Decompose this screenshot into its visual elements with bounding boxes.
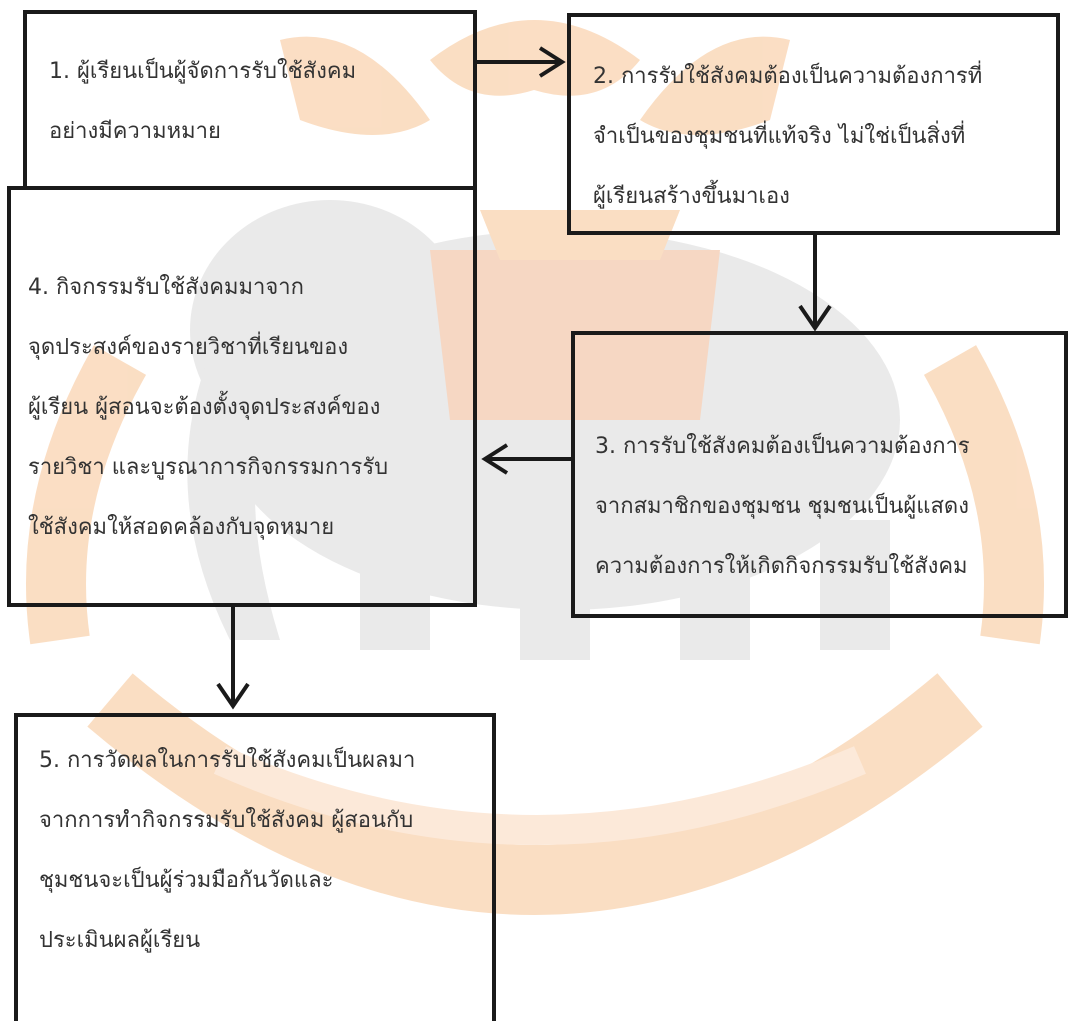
arrow-step2-to-step3 (798, 235, 832, 332)
arrow-step3-to-step4 (481, 443, 571, 475)
step-2-box: 2. การรับใช้สังคมต้องเป็นความต้องการที่ … (567, 13, 1060, 235)
step-3-text: 3. การรับใช้สังคมต้องเป็นความต้องการ จาก… (595, 417, 970, 597)
step-3-line: ความต้องการให้เกิดกิจกรรมรับใช้สังคม (595, 554, 968, 579)
step-1-line: 1. ผู้เรียนเป็นผู้จัดการรับใช้สังคม (49, 59, 357, 84)
step-5-line: ประเมินผลผู้เรียน (39, 928, 201, 953)
step-5-line: 5. การวัดผลในการรับใช้สังคมเป็นผลมา (39, 748, 416, 773)
step-3-line: 3. การรับใช้สังคมต้องเป็นความต้องการ (595, 434, 970, 459)
step-5-box: 5. การวัดผลในการรับใช้สังคมเป็นผลมา จากก… (14, 713, 496, 1021)
step-4-line: ผู้เรียน ผู้สอนจะต้องตั้งจุดประสงค์ของ (28, 395, 381, 420)
step-4-line: 4. กิจกรรมรับใช้สังคมมาจาก (28, 275, 304, 300)
step-3-line: จากสมาชิกของชุมชน ชุมชนเป็นผู้แสดง (595, 494, 969, 519)
step-5-line: ชุมชนจะเป็นผู้ร่วมมือกันวัดและ (39, 868, 334, 893)
step-5-line: จากการทำกิจกรรมรับใช้สังคม ผู้สอนกับ (39, 808, 414, 833)
step-4-text: 4. กิจกรรมรับใช้สังคมมาจาก จุดประสงค์ของ… (28, 258, 388, 558)
step-1-line: อย่างมีความหมาย (49, 119, 221, 144)
step-1-text: 1. ผู้เรียนเป็นผู้จัดการรับใช้สังคม อย่า… (49, 42, 356, 162)
step-5-text: 5. การวัดผลในการรับใช้สังคมเป็นผลมา จากก… (39, 731, 415, 971)
step-2-line: 2. การรับใช้สังคมต้องเป็นความต้องการที่ (593, 64, 983, 89)
step-4-line: จุดประสงค์ของรายวิชาที่เรียนของ (28, 335, 349, 360)
step-2-line: ผู้เรียนสร้างขึ้นมาเอง (593, 184, 790, 209)
arrow-step4-to-step5 (216, 607, 250, 710)
step-4-box: 4. กิจกรรมรับใช้สังคมมาจาก จุดประสงค์ของ… (7, 186, 477, 607)
step-4-line: ใช้สังคมให้สอดคล้องกับจุดหมาย (28, 515, 335, 540)
step-2-line: จำเป็นของชุมชนที่แท้จริง ไม่ใช่เป็นสิ่งท… (593, 124, 966, 149)
step-4-line: รายวิชา และบูรณาการกิจกรรมการรับ (28, 455, 389, 480)
arrow-step1-to-step2 (477, 46, 566, 78)
step-2-text: 2. การรับใช้สังคมต้องเป็นความต้องการที่ … (593, 47, 982, 227)
step-3-box: 3. การรับใช้สังคมต้องเป็นความต้องการ จาก… (571, 331, 1068, 618)
